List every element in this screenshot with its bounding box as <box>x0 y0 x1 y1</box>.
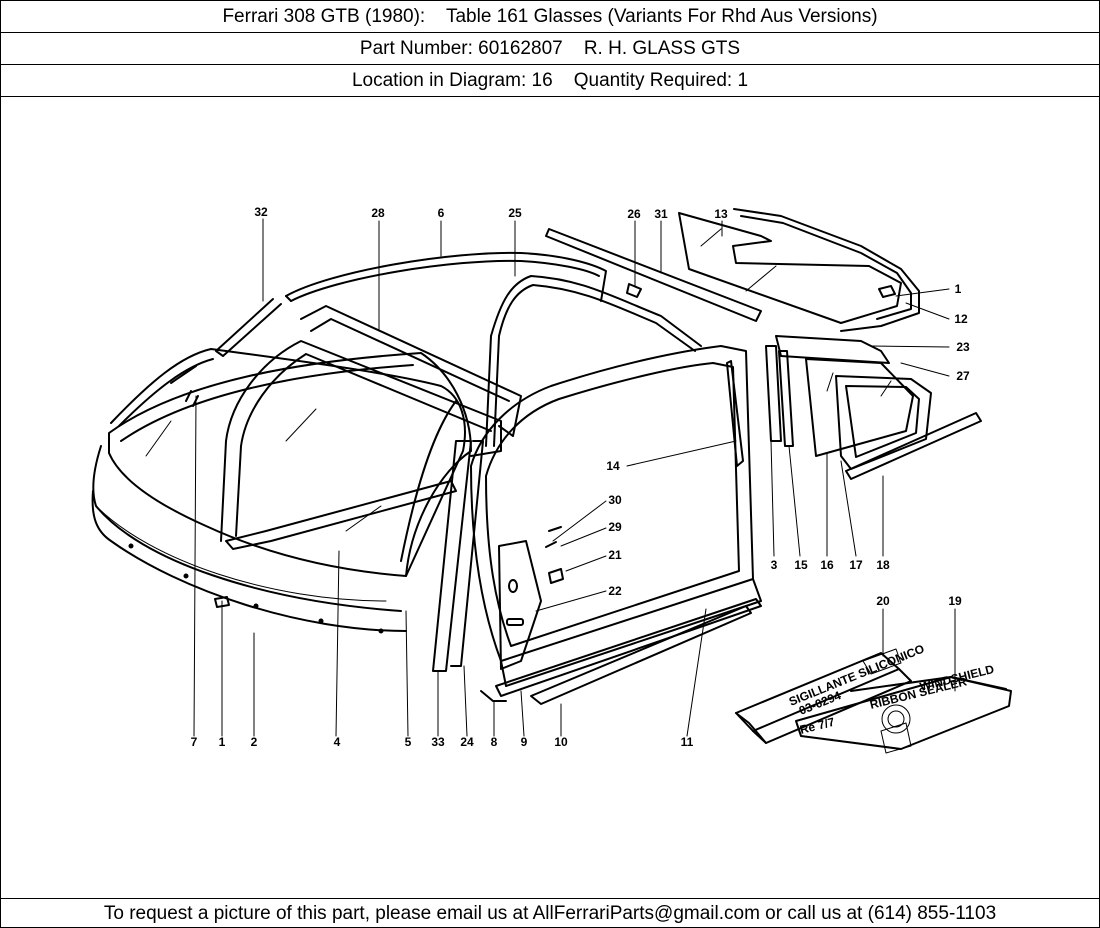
callout-30: 30 <box>608 493 622 507</box>
clip-26 <box>626 283 642 298</box>
quarter-window <box>678 208 920 332</box>
part-number-line: Part Number: 60162807 R. H. GLASS GTS <box>1 33 1099 65</box>
callout-8: 8 <box>491 735 498 749</box>
callout-22: 22 <box>608 584 622 598</box>
leader-lines <box>193 218 956 737</box>
bracket-1 <box>214 596 230 608</box>
callout-24: 24 <box>460 735 474 749</box>
callout-32: 32 <box>254 205 268 219</box>
parts-diagram: SIGILLANTE SILICONICO 03-0294 RIBBON SEA… <box>1 98 1099 898</box>
rear-quarter-glass <box>775 335 932 470</box>
callout-1: 1 <box>219 735 226 749</box>
callout-11: 11 <box>681 735 694 749</box>
callout-1: 1 <box>955 282 962 296</box>
callout-15: 15 <box>794 558 808 572</box>
callout-28: 28 <box>371 206 385 220</box>
callout-13: 13 <box>714 207 728 221</box>
location-line: Location in Diagram: 16 Quantity Require… <box>1 65 1099 97</box>
callout-3: 3 <box>771 558 778 572</box>
upper-strip-31 <box>545 228 762 322</box>
callout-5: 5 <box>405 735 412 749</box>
door-seal-33 <box>432 440 472 672</box>
door-glass <box>470 345 762 687</box>
door-seal-8 <box>480 690 507 702</box>
callout-21: 21 <box>608 548 622 562</box>
strip-18 <box>845 412 982 480</box>
callout-33: 33 <box>431 735 445 749</box>
callout-16: 16 <box>820 558 834 572</box>
callout-18: 18 <box>876 558 890 572</box>
side-window-frame <box>485 275 702 447</box>
callout-29: 29 <box>608 520 622 534</box>
pillar-strip-5 <box>400 400 457 562</box>
callout-9: 9 <box>521 735 528 749</box>
callout-4: 4 <box>334 735 341 749</box>
callout-14: 14 <box>606 459 620 473</box>
page-title: Ferrari 308 GTB (1980): Table 161 Glasse… <box>1 1 1099 33</box>
footer-contact: To request a picture of this part, pleas… <box>1 898 1099 928</box>
callout-20: 20 <box>876 594 890 608</box>
callout-31: 31 <box>654 207 668 221</box>
roof-strip <box>285 251 607 302</box>
lower-moulding <box>91 445 407 634</box>
side-strip-32 <box>215 298 282 357</box>
callout-12: 12 <box>954 312 968 326</box>
callout-27: 27 <box>956 369 970 383</box>
callout-10: 10 <box>554 735 568 749</box>
callout-7: 7 <box>191 735 198 749</box>
callout-25: 25 <box>508 206 522 220</box>
channel-strips <box>765 345 794 447</box>
door-seal-24 <box>450 440 484 667</box>
vent-plate <box>498 526 564 670</box>
parts-diagram-svg: SIGILLANTE SILICONICO 03-0294 RIBBON SEA… <box>91 205 1012 754</box>
callout-23: 23 <box>956 340 970 354</box>
callout-26: 26 <box>627 207 641 221</box>
callout-6: 6 <box>438 206 445 220</box>
sill-mouldings <box>495 598 762 705</box>
callout-19: 19 <box>948 594 962 608</box>
callout-17: 17 <box>849 558 863 572</box>
callout-2: 2 <box>251 735 258 749</box>
